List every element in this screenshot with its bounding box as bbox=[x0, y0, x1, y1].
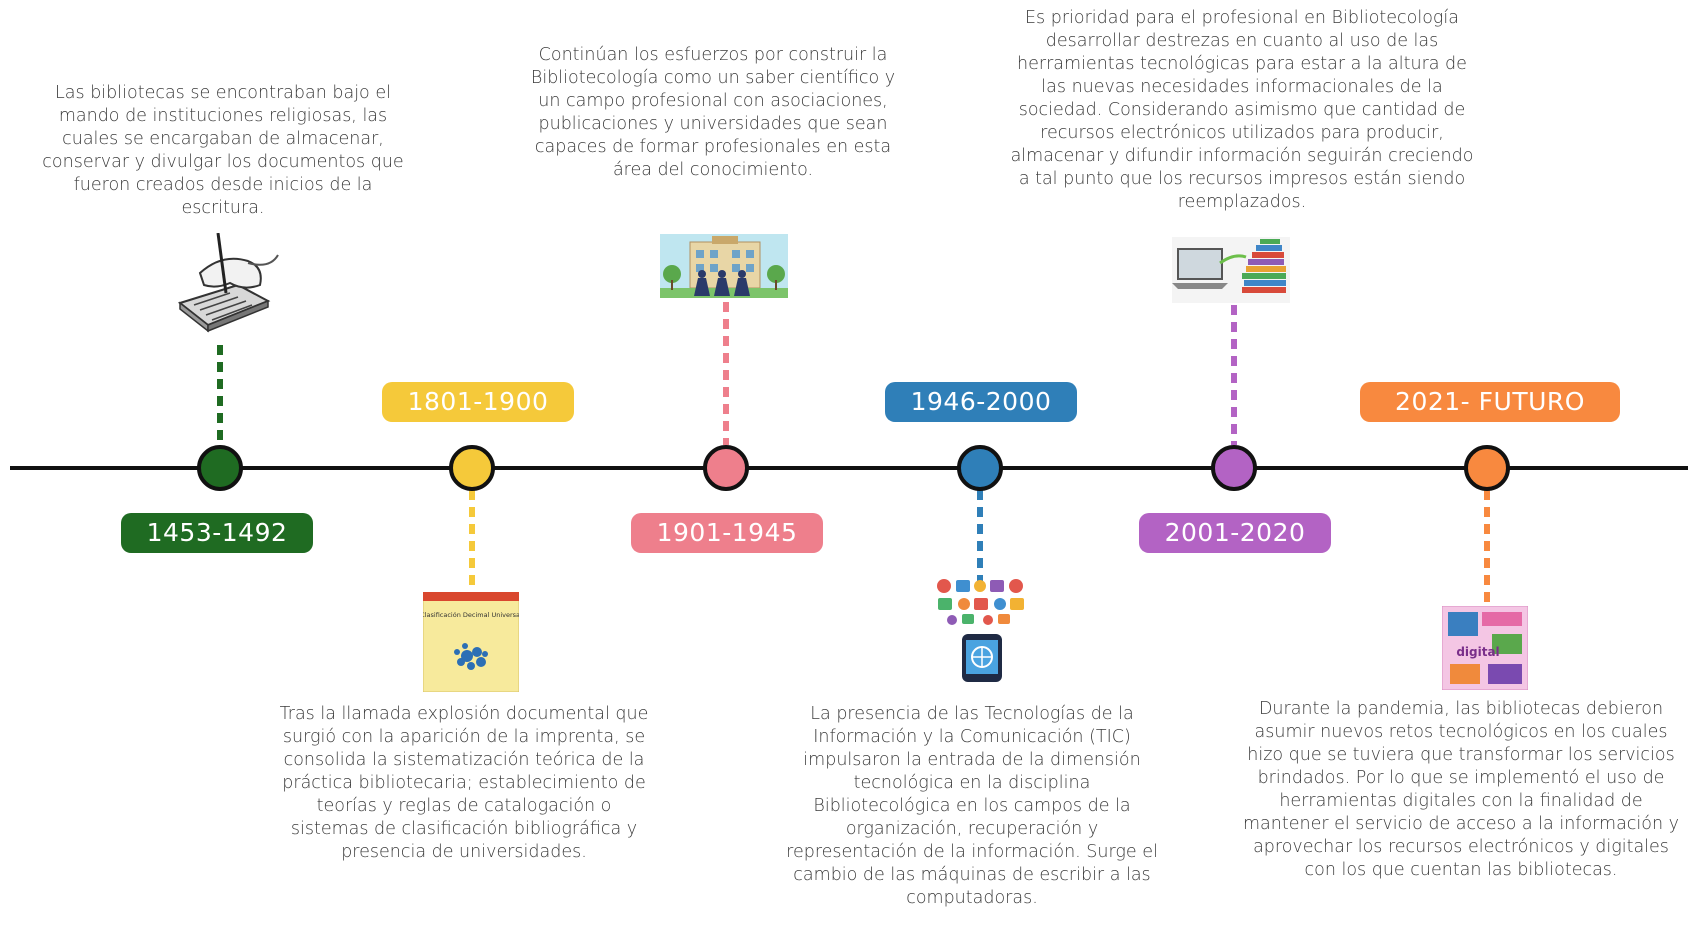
event-2-description: Tras la llamada explosión documental que… bbox=[279, 704, 649, 862]
classification-book-icon: Clasificación Decimal Universal bbox=[423, 592, 519, 692]
event-6-marker bbox=[1464, 445, 1510, 491]
event-2-period-badge: 1801-1900 bbox=[382, 382, 574, 422]
event-3-period-badge: 1901-1945 bbox=[631, 513, 823, 553]
university-graduates-icon bbox=[660, 234, 788, 298]
laptop-books-icon bbox=[1172, 237, 1290, 303]
event-1-description: Las bibliotecas se encontraban bajo el m… bbox=[42, 83, 404, 218]
event-4-period-badge: 1946-2000 bbox=[885, 382, 1077, 422]
manuscript-writing-icon bbox=[177, 233, 279, 333]
event-1-marker bbox=[197, 445, 243, 491]
event-5-description: Es prioridad para el profesional en Bibl… bbox=[1010, 8, 1474, 212]
event-1-period-badge: 1453-1492 bbox=[121, 513, 313, 553]
event-4-description: La presencia de las Tecnologías de la In… bbox=[786, 704, 1158, 908]
digital-library-poster-icon: digital bbox=[1442, 606, 1528, 690]
event-5-marker bbox=[1211, 445, 1257, 491]
event-4-marker bbox=[957, 445, 1003, 491]
event-3-description: Continúan los esfuerzos por construir la… bbox=[530, 45, 896, 180]
smartphone-apps-icon bbox=[937, 579, 1024, 682]
event-3-marker bbox=[703, 445, 749, 491]
event-5-period-badge: 2001-2020 bbox=[1139, 513, 1331, 553]
svg-text:Clasificación Decimal Universa: Clasificación Decimal Universal bbox=[423, 611, 519, 619]
event-2-marker bbox=[449, 445, 495, 491]
event-6-period-badge: 2021- FUTURO bbox=[1360, 382, 1620, 422]
svg-text:digital: digital bbox=[1456, 645, 1499, 659]
event-6-description: Durante la pandemia, las bibliotecas deb… bbox=[1242, 699, 1680, 880]
